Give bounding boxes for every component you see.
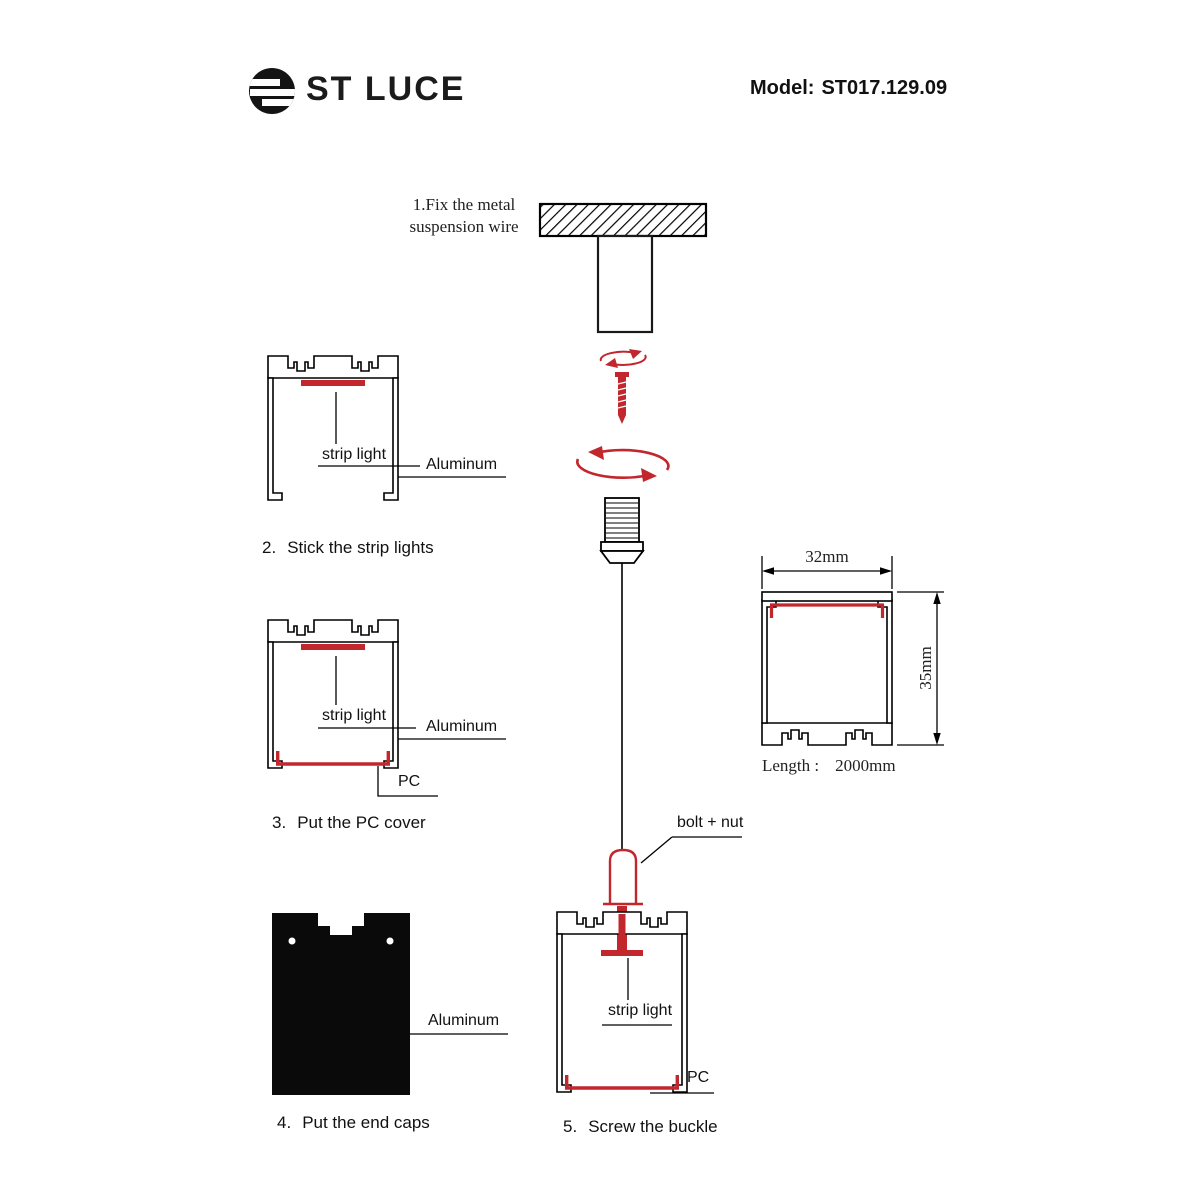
pc-cover-bar [769,603,885,618]
strip-light-label-step2: strip light [322,446,387,463]
step2-text: Stick the strip lights [287,538,434,557]
step4-number: 4. [277,1113,292,1132]
brand-logo-icon [249,68,295,114]
buckle-bolt-inner [618,914,626,950]
model-label: Model: [750,77,815,99]
pc-label-step5: PC [687,1069,710,1086]
pc-label-step3: PC [398,773,421,790]
step5-text: Screw the buckle [588,1117,718,1136]
step1-caption: 1.Fix the metal suspension wire [402,194,526,238]
set-screw [615,372,629,424]
step2-number: 2. [262,538,277,557]
profile-cross-section-step2 [267,355,399,501]
profile-cross-section-step3 [267,619,399,769]
leader-lines [318,392,742,1094]
suspension-canopy [596,234,654,334]
step4-text: Put the end caps [302,1113,430,1132]
aluminum-label-step2: Aluminum [426,456,498,473]
step3-text: Put the PC cover [297,813,426,832]
profile-cross-section-step5 [556,906,688,1093]
pc-cover-bar [564,1075,680,1090]
threaded-stud [599,497,645,564]
rotation-arrows-small-icon [599,349,647,368]
step5-number: 5. [563,1117,578,1136]
dimension-lines [761,556,944,746]
brand-name: ST LUCE [306,70,466,108]
strip-light-bar [301,644,365,650]
step5-caption: 5. Screw the buckle [563,1117,718,1137]
step1-line2: suspension wire [409,217,519,236]
step3-number: 3. [272,813,287,832]
bolt-nut-label: bolt + nut [677,814,744,831]
aluminum-label-step3: Aluminum [426,718,498,735]
length-value: 2000mm [835,756,896,775]
rotation-arrows-large-icon [576,446,670,482]
strip-light-label-step3: strip light [322,707,387,724]
aluminum-label-step4: Aluminum [428,1012,500,1029]
strip-light-label-step5: strip light [608,1002,673,1019]
step4-caption: 4. Put the end caps [277,1113,430,1133]
end-cap [272,913,410,1095]
step3-caption: 3. Put the PC cover [272,813,426,833]
length-label: Length : [762,756,820,775]
pc-cover-bar [275,751,391,766]
strip-light-washer [601,950,643,956]
strip-light-bar [301,380,365,386]
step1-line1: 1.Fix the metal [412,195,516,214]
buckle [603,848,643,906]
width-dimension: 32mm [805,547,849,566]
length-line: Length : 2000mm [762,756,896,776]
model-value: ST017.129.09 [821,77,948,99]
ceiling-mount [538,202,708,238]
step2-caption: 2. Stick the strip lights [262,538,434,558]
height-dimension: 35mm [916,646,935,690]
profile-dimension-view [761,591,893,746]
model-line: Model: ST017.129.09 [750,77,947,100]
